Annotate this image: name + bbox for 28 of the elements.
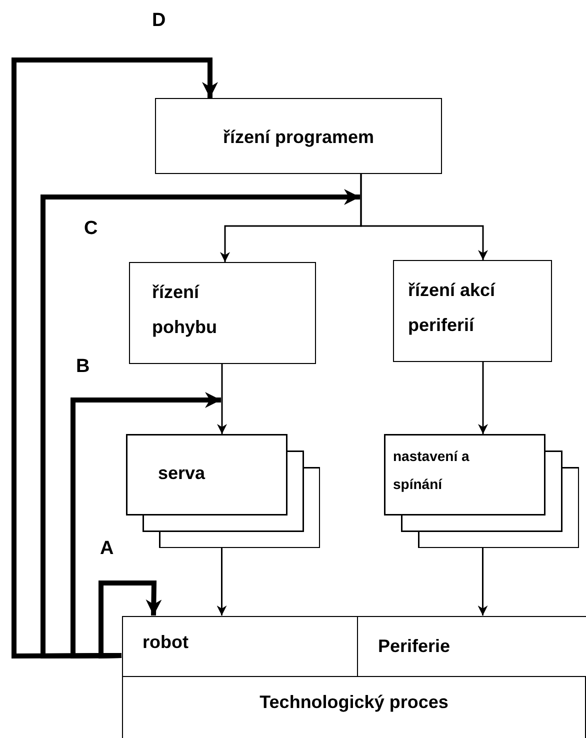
feedback-arrow: [98, 580, 162, 659]
feedback-arrow: [40, 189, 360, 659]
edge-label: A: [100, 538, 114, 560]
process-box: [129, 262, 316, 364]
process-box: [122, 616, 586, 738]
edge-label: C: [84, 218, 98, 240]
process-box: [393, 260, 552, 362]
stacked-boxes: [384, 434, 579, 548]
box-label: Technologický proces: [258, 691, 450, 714]
process-box: [155, 98, 442, 174]
arrow: [360, 174, 488, 260]
process-box: [357, 616, 586, 676]
box-label: řízení akcí periferií: [408, 279, 496, 337]
box-label: nastavení a spínání: [393, 447, 470, 494]
box-label: řízení programem: [222, 126, 376, 149]
arrow: [478, 362, 488, 434]
arrow: [217, 364, 227, 434]
stacked-boxes: [126, 434, 320, 548]
edge-label: D: [152, 10, 166, 32]
edge-label: B: [76, 356, 90, 378]
arrow: [216, 548, 227, 616]
feedback-arrow: [12, 58, 218, 659]
arrow: [478, 548, 488, 616]
feedback-arrow: [70, 392, 221, 659]
box-label: Periferie: [378, 634, 452, 658]
box-label: robot: [142, 630, 190, 654]
box-label: řízení pohybu: [152, 281, 218, 339]
box-label: serva: [158, 462, 206, 485]
